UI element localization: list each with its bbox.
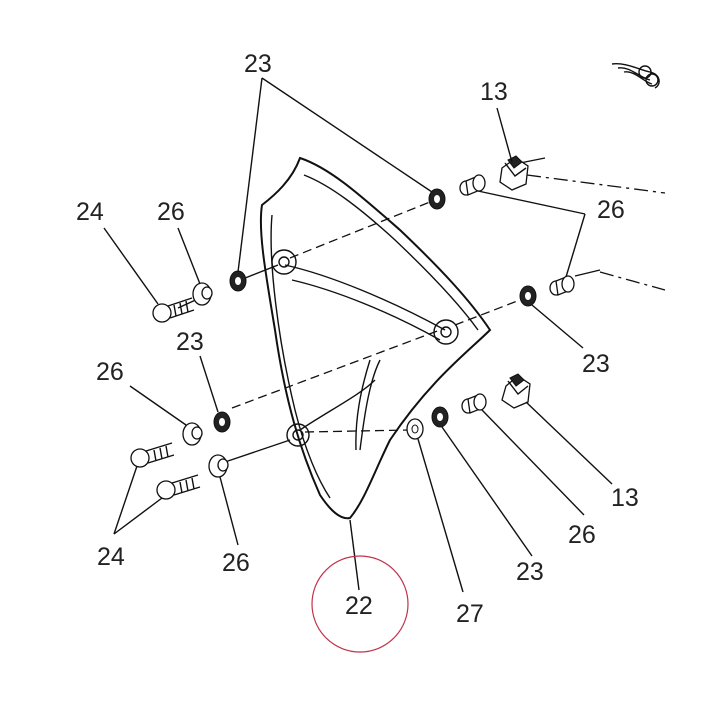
washer-23-bottom (431, 406, 449, 428)
grommet-26-top-left (192, 282, 213, 306)
callout-23-mid-right: 23 (582, 350, 610, 378)
callout-26-bottom-left: 26 (222, 549, 250, 577)
callout-23-top: 23 (244, 50, 272, 78)
callout-26-bottom-right: 26 (568, 521, 596, 549)
callout-26-top-left: 26 (157, 198, 185, 226)
highlight-circle-22 (311, 555, 409, 653)
screw-24-top (152, 297, 195, 323)
callout-24-top: 24 (76, 198, 104, 226)
axis-lines (177, 157, 666, 463)
callout-27: 27 (456, 600, 484, 628)
callout-24-bottom: 24 (97, 543, 125, 571)
clip-13-bottom (501, 373, 531, 409)
callout-26-top-right: 26 (597, 196, 625, 224)
washer-27 (406, 418, 424, 440)
grommet-26-top-right (459, 174, 486, 196)
washer-23-top-right (428, 188, 446, 210)
grommet-26-mid-right (549, 275, 575, 296)
callout-23-bottom: 23 (516, 558, 544, 586)
callout-23-mid-left: 23 (176, 328, 204, 356)
leader-lines (103, 77, 613, 593)
callout-26-mid-left: 26 (96, 358, 124, 386)
cover-panel-22 (259, 156, 492, 520)
grommet-26-mid-left (182, 422, 203, 446)
washer-23-mid-left (213, 411, 231, 433)
callout-13-bottom: 13 (611, 484, 639, 512)
callout-13-top: 13 (480, 78, 508, 106)
screw-24-bottom (156, 474, 201, 500)
grommet-26-bottom-left (208, 454, 229, 478)
washer-23-mid-right (519, 285, 537, 307)
grommet-26-bottom-right (461, 393, 487, 414)
callout-22: 22 (345, 592, 373, 620)
spring-fragment (611, 62, 660, 89)
screw-24-mid (130, 442, 175, 468)
clip-13-top (499, 155, 529, 191)
washer-23-top-left (229, 270, 247, 292)
